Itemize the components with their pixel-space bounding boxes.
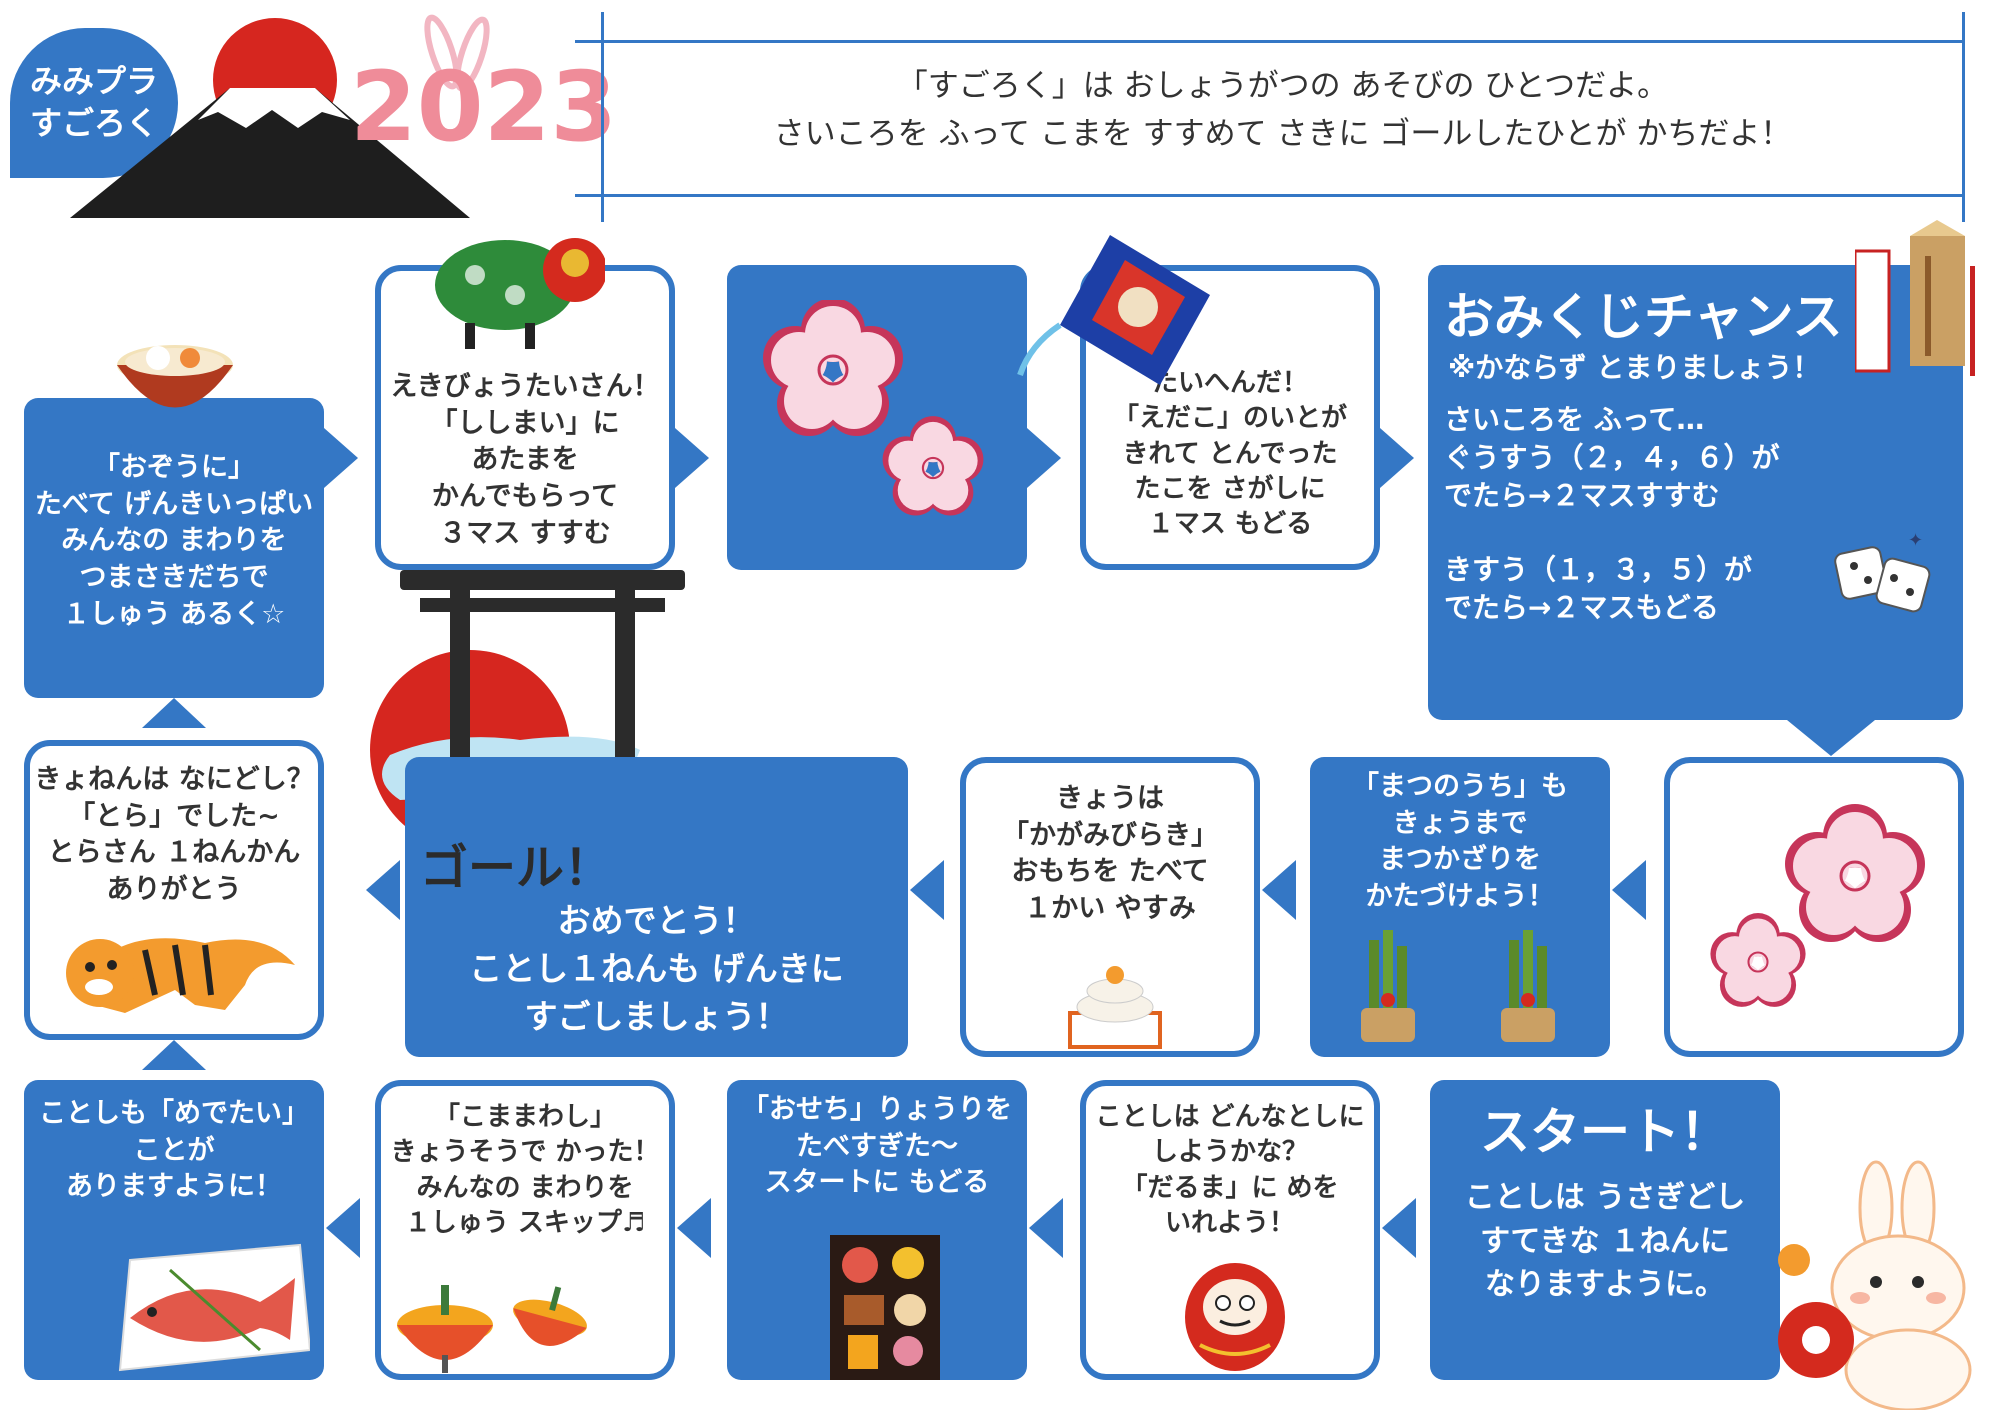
- goal-message: おめでとう！ ことし１ねんも げんきに すごしましょう！: [469, 901, 844, 1037]
- arrow-right-4: [1380, 428, 1414, 488]
- intro-text: 「すごろく」は おしょうがつの あそびの ひとつだよ。 さいころを ふって こま…: [610, 62, 1955, 158]
- arrow-left-1: [366, 860, 400, 920]
- arrow-left-7: [1029, 1198, 1063, 1258]
- arrow-left-5: [326, 1198, 360, 1258]
- arrow-down-1: [1787, 720, 1875, 756]
- kadomatsu-icon: [1361, 930, 1555, 1042]
- intro-line-top: [575, 40, 1965, 43]
- arrow-right-1: [324, 428, 358, 488]
- kagami-mochi-icon: [1068, 966, 1162, 1049]
- plum-blossom-icon-2: [1710, 804, 1925, 1007]
- square-goal: おめでとう！ ことし１ねんも げんきに すごしましょう！: [405, 757, 908, 1057]
- logo-line1: みみプラ: [29, 62, 158, 101]
- arrow-left-6: [677, 1198, 711, 1258]
- shishimai-lion-icon: [435, 238, 605, 349]
- year-text: 2023: [350, 51, 610, 163]
- omikuji-note: ※かならず とまりましょう！: [1448, 351, 1821, 384]
- square-daruma: ことしは どんなとしに しようかな？ 「だるま」に めを いれよう！: [1080, 1080, 1380, 1380]
- goal-title: ゴール！: [420, 840, 613, 896]
- square-ozouni: 「おぞうに」 たべて げんきいっぱい みんなの まわりを つまさきだちで １しゅ…: [24, 398, 324, 698]
- arrow-left-8: [1382, 1198, 1416, 1258]
- omikuji-box-icon: [1855, 220, 1975, 376]
- arrow-left-4: [1612, 860, 1646, 920]
- arrow-right-3: [1027, 428, 1061, 488]
- square-osechi: 「おせち」りょうりを たべすぎた～ スタートに もどる: [727, 1080, 1027, 1380]
- square-tora: きょねんは なにどし？ 「とら」でした~ とらさん １ねんかん ありがとう: [24, 740, 324, 1040]
- svg-text:✦: ✦: [1908, 530, 1923, 551]
- logo-line2: すごろく: [29, 104, 158, 142]
- intro-line2: さいころを ふって こまを すすめて さきに ゴールしたひとが かちだよ！: [773, 116, 1792, 153]
- start-title: スタート！: [1480, 1103, 1730, 1161]
- logo-badge: みみプラ すごろく: [10, 28, 178, 178]
- dice-icon: ✦: [1834, 530, 1931, 613]
- sea-bream-icon: [118, 1243, 310, 1372]
- square-start: スタート！ ことしは うさぎどし すてきな １ねんに なりますように。: [1430, 1080, 1780, 1380]
- arrow-right-2: [675, 428, 709, 488]
- intro-line-bottom: [575, 194, 1965, 197]
- tiger-icon: [66, 938, 295, 1013]
- rabbit-icon: [1778, 1160, 1972, 1410]
- intro-line-left: [601, 12, 604, 222]
- omikuji-body-even: さいころを ふって… ぐうすう（２，４，６）が でたら→２マスすすむ: [1444, 403, 1780, 513]
- square-matsu: 「まつのうち」も きょうまで まつかざりを かたづけよう！: [1310, 757, 1610, 1057]
- arrow-left-2: [910, 860, 944, 920]
- arrow-up-1: [142, 698, 206, 728]
- plum-blossom-icon: [763, 300, 984, 516]
- daruma-icon: [1185, 1263, 1285, 1371]
- omikuji-title: おみくじチャンス: [1444, 288, 1843, 346]
- osechi-box-icon: [830, 1235, 940, 1380]
- start-message: ことしは うさぎどし すてきな １ねんに なりますように。: [1464, 1180, 1746, 1302]
- intro-line1: 「すごろく」は おしょうがつの あそびの ひとつだよ。: [896, 68, 1669, 104]
- square-kagami: きょうは 「かがみびらき」 おもちを たべて １かい やすみ: [960, 757, 1260, 1057]
- kite-icon: [1017, 235, 1210, 385]
- arrow-up-2: [142, 1040, 206, 1070]
- ozouni-bowl-icon: [117, 345, 233, 408]
- arrow-left-3: [1262, 860, 1296, 920]
- spinning-top-icon: [397, 1285, 587, 1373]
- omikuji-body-odd: きすう（１，３，５）が でたら→２マスもどる: [1444, 553, 1753, 625]
- year-2023-art: 2023: [350, 14, 610, 163]
- intro-line-right: [1962, 12, 1965, 222]
- mount-fuji-illustration: [70, 18, 470, 218]
